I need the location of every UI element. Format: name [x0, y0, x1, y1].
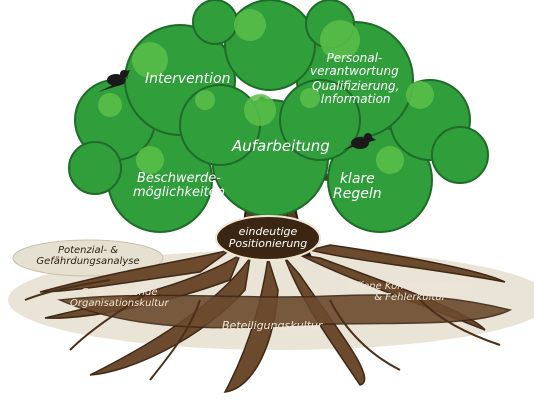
label-klare-regeln: klare Regeln [333, 171, 382, 203]
label-aufarbeitung: Aufarbeitung [232, 138, 330, 154]
label-beteiligungskultur: Beteiligungskultur [222, 320, 322, 332]
grenz-line2: Organisationskultur [70, 297, 169, 309]
potenzial-line2: Gefährdungsanalyse [36, 255, 140, 267]
label-grenzachtende: Grenzachtende Organisationskultur [70, 287, 169, 310]
roots [39, 244, 513, 393]
potenzial-line1: Potenzial- & [57, 245, 119, 256]
label-beschwerdemoeglichkeiten: Beschwerde- möglichkeiten [133, 171, 225, 201]
offene-line1: Offene Kommunikations- [348, 281, 473, 292]
label-intervention: Intervention [145, 71, 231, 87]
root-fibres [24, 279, 501, 381]
offene-line2: & Fehlerkultur [374, 291, 446, 303]
label-potenzialanalyse: Potenzial- & Gefährdungsanalyse [23, 245, 153, 268]
intervention-text: Intervention [145, 71, 231, 87]
quali-line2: Information [320, 91, 391, 106]
label-qualifizierung: Qualifizierung, Information [312, 80, 399, 106]
canopy [68, 0, 489, 233]
personal-line1: Personal- [326, 51, 383, 65]
beschwerde-line2: möglichkeiten [133, 185, 225, 201]
canopy-highlights [98, 9, 434, 174]
aufarbeitung-text: Aufarbeitung [232, 137, 330, 155]
klare-line1: klare [339, 171, 375, 187]
quali-line1: Qualifizierung, [312, 79, 400, 93]
label-personalverantwortung: Personal- verantwortung [310, 52, 399, 78]
beteiligung-text: Beteiligungskultur [222, 319, 323, 332]
beschwerde-line1: Beschwerde- [136, 171, 221, 186]
label-positionierung: eindeutige Positionierung [223, 226, 313, 250]
grenz-line1: Grenzachtende [81, 287, 158, 298]
klare-line2: Regeln [333, 186, 382, 203]
trunk-label-oval [215, 215, 321, 261]
ground-bubble [12, 239, 164, 277]
trunk-line1: eindeutige [238, 225, 298, 238]
personal-line2: verantwortung [310, 63, 399, 78]
bird-right-icon [343, 133, 376, 150]
trunk-line2: Positionierung [228, 236, 308, 250]
label-offene-kommunikation: Offene Kommunikations- & Fehlerkultur [348, 281, 473, 304]
bird-left-icon [98, 70, 130, 92]
